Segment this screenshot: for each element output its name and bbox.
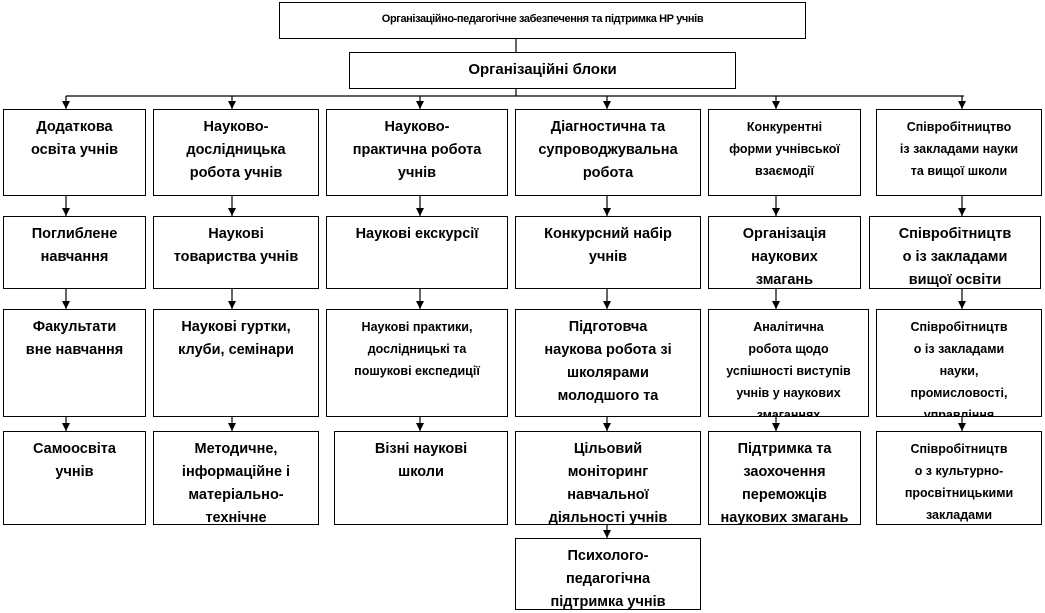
- arrowhead-icon: [958, 423, 966, 431]
- dodatkova-osvita-item: Факультати вне навчання: [3, 309, 146, 417]
- spivrobitnytstvo-item: Співробітництв о із закладами вищої осві…: [869, 216, 1041, 289]
- arrowhead-icon: [62, 423, 70, 431]
- arrowhead-icon: [603, 301, 611, 309]
- arrowhead-icon: [772, 208, 780, 216]
- arrowhead-icon: [772, 423, 780, 431]
- diagnostychna-item: Підготовча наукова робота зі школярами м…: [515, 309, 701, 417]
- naukovo-praktychna-item: Наукові екскурсії: [326, 216, 508, 289]
- arrowhead-icon: [416, 101, 424, 109]
- spivrobitnytstvo-item: Співробітництв о з культурно- просвітниц…: [876, 431, 1042, 525]
- arrowhead-icon: [62, 208, 70, 216]
- block-naukovo-praktychna: Науково- практична робота учнів: [326, 109, 508, 196]
- arrowhead-icon: [603, 101, 611, 109]
- arrowhead-icon: [228, 423, 236, 431]
- arrowhead-icon: [772, 301, 780, 309]
- spivrobitnytstvo-item: Співробітництв о із закладами науки, про…: [876, 309, 1042, 417]
- arrowhead-icon: [958, 301, 966, 309]
- naukovo-doslidnytska-item: Методичне, інформаційне і матеріально- т…: [153, 431, 319, 525]
- konkurentni-formy-item: Підтримка та заохочення переможців науко…: [708, 431, 861, 525]
- naukovo-doslidnytska-item: Наукові гуртки, клуби, семінари: [153, 309, 319, 417]
- block-naukovo-doslidnytska: Науково- дослідницька робота учнів: [153, 109, 319, 196]
- naukovo-doslidnytska-item: Наукові товариства учнів: [153, 216, 319, 289]
- block-konkurentni-formy: Конкурентні форми учнівської взаємодії: [708, 109, 861, 196]
- naukovo-praktychna-item: Наукові практики, дослідницькі та пошуко…: [326, 309, 508, 417]
- diagnostychna-item: Психолого- педагогічна підтримка учнів: [515, 538, 701, 610]
- diagnostychna-item: Цільовий моніторинг навчальної діяльност…: [515, 431, 701, 525]
- dodatkova-osvita-item: Самоосвіта учнів: [3, 431, 146, 525]
- arrowhead-icon: [228, 208, 236, 216]
- naukovo-praktychna-item: Візні наукові школи: [334, 431, 508, 525]
- arrowhead-icon: [603, 423, 611, 431]
- diagram-title-box: Організаційно-педагогічне забезпечення т…: [279, 2, 806, 39]
- block-dodatkova-osvita: Додаткова освіта учнів: [3, 109, 146, 196]
- organizational-blocks-box: Організаційні блоки: [349, 52, 736, 89]
- block-spivrobitnytstvo: Співробітництво із закладами науки та ви…: [876, 109, 1042, 196]
- konkurentni-formy-item: Аналітична робота щодо успішності виступ…: [708, 309, 869, 417]
- dodatkova-osvita-item: Поглиблене навчання: [3, 216, 146, 289]
- arrowhead-icon: [228, 301, 236, 309]
- arrowhead-icon: [62, 101, 70, 109]
- konkurentni-formy-item: Організація наукових змагань: [708, 216, 861, 289]
- arrowhead-icon: [958, 208, 966, 216]
- arrowhead-icon: [62, 301, 70, 309]
- arrowhead-icon: [416, 423, 424, 431]
- block-diagnostychna: Діагностична та супроводжувальна робота: [515, 109, 701, 196]
- arrowhead-icon: [228, 101, 236, 109]
- arrowhead-icon: [772, 101, 780, 109]
- diagnostychna-item: Конкурсний набір учнів: [515, 216, 701, 289]
- arrowhead-icon: [603, 530, 611, 538]
- arrowhead-icon: [958, 101, 966, 109]
- arrowhead-icon: [416, 208, 424, 216]
- arrowhead-icon: [416, 301, 424, 309]
- arrowhead-icon: [603, 208, 611, 216]
